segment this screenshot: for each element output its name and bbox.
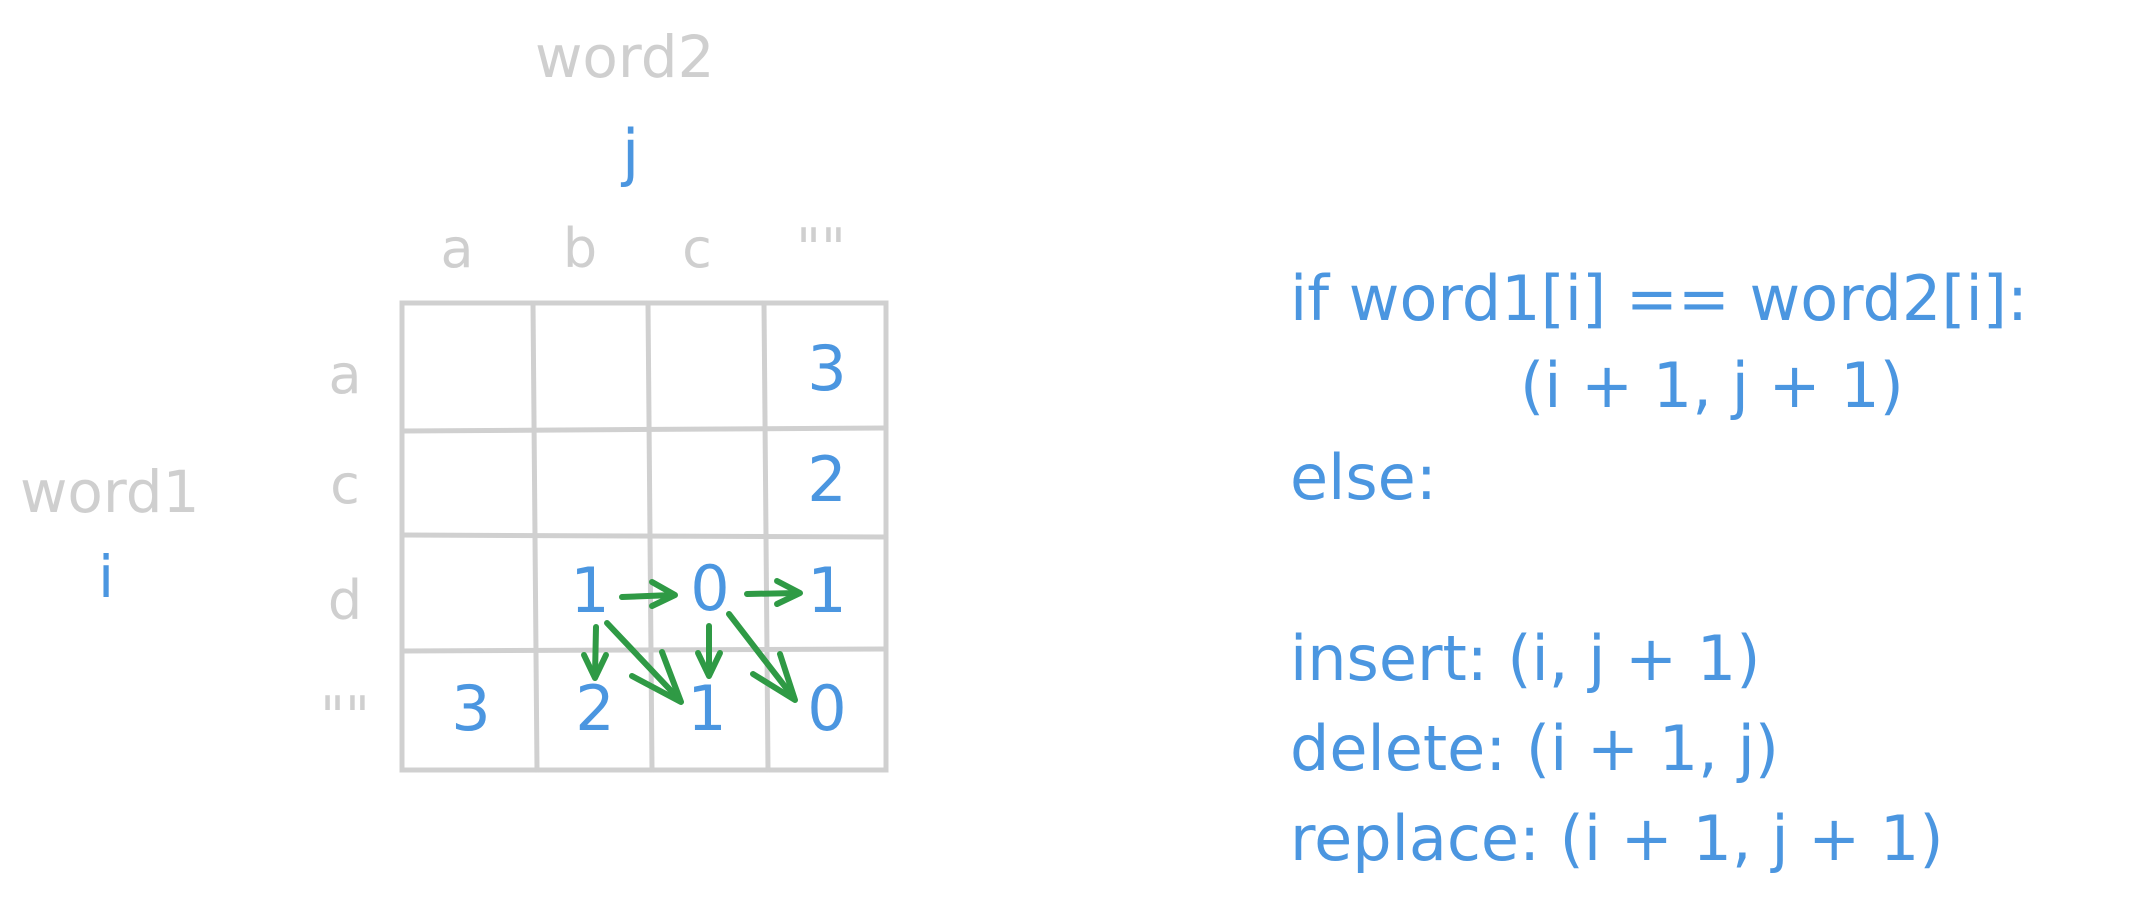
code-line-if: if word1[i] == word2[i]: <box>1290 262 2028 335</box>
arrow-diagonal-icon <box>750 651 798 703</box>
code-line-else: else: <box>1290 441 1437 514</box>
arrow-down-icon <box>695 650 723 679</box>
word1-label: word1 <box>20 458 200 526</box>
code-line-replace: replace: (i + 1, j + 1) <box>1290 802 1944 875</box>
i-index-label: i <box>98 543 115 611</box>
arrow-right-icon <box>619 592 676 600</box>
cell-r1c3: 2 <box>807 443 847 516</box>
cell-r3c1: 2 <box>575 672 615 745</box>
row-label-a: a <box>328 343 362 406</box>
word2-label: word2 <box>535 23 715 91</box>
code-line-delete: delete: (i + 1, j) <box>1290 712 1779 785</box>
cell-r0c3: 3 <box>807 332 847 405</box>
arrow-diagonal-icon <box>726 611 793 696</box>
arrow-down-icon <box>581 652 609 681</box>
arrow-down-icon <box>592 624 599 679</box>
code-line-match-move: (i + 1, j + 1) <box>1520 349 1904 422</box>
transition-arrows <box>581 578 803 705</box>
cell-r3c3: 0 <box>807 672 847 745</box>
column-label-a: a <box>440 217 474 280</box>
column-label-empty: "" <box>796 217 846 280</box>
arrow-diagonal-icon <box>629 649 684 705</box>
cell-r2c2: 0 <box>690 552 730 625</box>
arrow-right-icon <box>744 590 801 597</box>
j-index-label: j <box>622 116 640 189</box>
cell-r3c2: 1 <box>687 672 727 745</box>
arrow-right-icon <box>774 578 803 607</box>
cell-r2c3: 1 <box>807 554 847 627</box>
row-label-d: d <box>327 569 363 632</box>
cell-r3c0: 3 <box>451 672 491 745</box>
row-label-empty: "" <box>320 685 370 748</box>
arrow-right-icon <box>649 579 678 609</box>
row-label-c: c <box>330 453 360 516</box>
grid-lines <box>399 300 889 773</box>
column-label-c: c <box>682 217 712 280</box>
arrow-diagonal-icon <box>604 620 680 700</box>
column-label-b: b <box>562 217 598 280</box>
cell-r2c1: 1 <box>570 554 610 627</box>
code-line-insert: insert: (i, j + 1) <box>1290 622 1761 695</box>
